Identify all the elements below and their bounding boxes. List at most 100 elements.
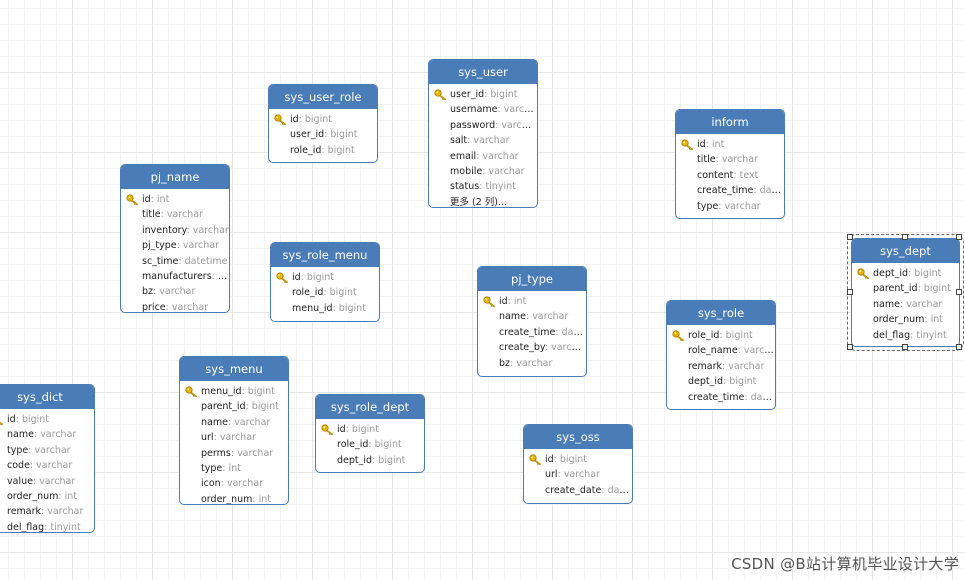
field-row[interactable]: name: varchar (478, 309, 586, 324)
field-row[interactable]: del_flag: tinyint (852, 328, 959, 343)
field-name: dept_id (337, 454, 373, 466)
field-row[interactable]: type: varchar (676, 199, 784, 214)
field-row[interactable]: perms: varchar (180, 446, 288, 461)
field-row[interactable]: create_date: dat… (524, 483, 632, 498)
field-row[interactable]: manufacturers: v… (121, 269, 229, 284)
field-row[interactable]: remark: varchar (667, 359, 775, 374)
entity-title: sys_oss (524, 425, 632, 449)
field-row[interactable]: name: varchar (852, 297, 959, 312)
field-type: varchar (171, 301, 209, 313)
resize-handle-top-right[interactable] (956, 234, 962, 240)
field-row[interactable]: role_id: bigint (316, 437, 424, 452)
field-row[interactable]: 更多 (2 列)... (429, 195, 537, 207)
field-row[interactable]: name: varchar (180, 415, 288, 430)
field-row[interactable]: title: varchar (121, 207, 229, 222)
resize-handle-left[interactable] (847, 289, 853, 295)
field-row[interactable]: bz: varchar (121, 284, 229, 299)
field-row[interactable]: password: varchar (429, 118, 537, 133)
field-row[interactable]: name: varchar (0, 427, 94, 442)
field-row[interactable]: create_time: date… (676, 183, 784, 198)
field-row[interactable]: type: varchar (0, 443, 94, 458)
field-row[interactable]: icon: varchar (180, 476, 288, 491)
resize-handle-bottom-right[interactable] (956, 344, 962, 350)
field-row[interactable]: dept_id: bigint (316, 453, 424, 468)
field-name: user_id (290, 129, 325, 141)
field-type: varchar (724, 200, 761, 212)
resize-handle-bottom[interactable] (902, 344, 908, 350)
field-row[interactable]: url: varchar (524, 467, 632, 482)
field-row[interactable]: parent_id: bigint (180, 399, 288, 414)
field-row[interactable]: url: varchar (180, 430, 288, 445)
resize-handle-top[interactable] (902, 234, 908, 240)
primary-key-icon (0, 414, 4, 426)
entity-title: sys_menu (180, 357, 288, 381)
field-row[interactable]: content: text (676, 168, 784, 183)
field-row[interactable]: menu_id: bigint (180, 384, 288, 399)
field-row[interactable]: create_time: date… (667, 390, 775, 405)
field-row[interactable]: user_id: bigint (269, 127, 377, 142)
entity-title: pj_type (478, 267, 586, 291)
field-row[interactable]: value: varchar (0, 474, 94, 489)
field-row[interactable]: menu_id: bigint (271, 301, 379, 316)
field-row[interactable]: id: bigint (269, 112, 377, 127)
field-row[interactable]: id: int (121, 192, 229, 207)
field-row[interactable]: username: varchar (429, 102, 537, 117)
field-row[interactable]: id: bigint (524, 452, 632, 467)
field-row[interactable]: role_name: varchar (667, 343, 775, 358)
field-name: code (7, 460, 30, 472)
field-row[interactable]: inventory: varchar (121, 223, 229, 238)
field-row[interactable]: sc_time: datetime (121, 254, 229, 269)
field-row[interactable]: code: varchar (0, 458, 94, 473)
field-row[interactable]: title: varchar (676, 152, 784, 167)
field-type: varchar (34, 444, 71, 456)
field-row[interactable]: role_id: bigint (271, 285, 379, 300)
field-row[interactable]: order_num: int (0, 489, 94, 504)
field-row[interactable]: id: bigint (0, 412, 94, 427)
resize-handle-top-left[interactable] (847, 234, 853, 240)
field-row[interactable]: order_num: int (852, 312, 959, 327)
field-row[interactable]: dept_id: bigint (667, 374, 775, 389)
field-row[interactable]: type: int (180, 461, 288, 476)
field-row[interactable]: salt: varchar (429, 133, 537, 148)
field-name: role_id (337, 439, 369, 451)
field-name: price (142, 301, 166, 313)
field-row[interactable]: bz: varchar (478, 356, 586, 371)
resize-handle-bottom-left[interactable] (847, 344, 853, 350)
resize-handle-right[interactable] (956, 289, 962, 295)
field-row[interactable]: role_id: bigint (667, 328, 775, 343)
field-row[interactable]: id: bigint (316, 422, 424, 437)
field-name: remark (7, 506, 42, 518)
field-row[interactable]: create_time: date… (478, 325, 586, 340)
field-row[interactable]: email: varchar (429, 149, 537, 164)
field-row[interactable]: create_by: varchar (478, 340, 586, 355)
field-row[interactable]: role_id: bigint (269, 143, 377, 158)
field-row[interactable]: id: int (676, 137, 784, 152)
field-row[interactable]: remark: varchar (0, 504, 94, 519)
field-row[interactable]: mobile: varchar (429, 164, 537, 179)
field-row[interactable]: pj_type: varchar (121, 238, 229, 253)
field-row[interactable]: dept_id: bigint (852, 266, 959, 281)
field-row[interactable]: id: bigint (271, 270, 379, 285)
field-row[interactable]: status: tinyint (429, 179, 537, 194)
field-row[interactable]: order_num: int (180, 492, 288, 504)
field-row[interactable]: user_id: bigint (429, 87, 537, 102)
field-name: salt (450, 135, 468, 147)
field-row[interactable]: del_flag: tinyint (0, 520, 94, 532)
field-row[interactable]: price: varchar (121, 300, 229, 313)
field-row[interactable]: id: int (478, 294, 586, 309)
field-row[interactable]: parent_id: bigint (852, 281, 959, 296)
